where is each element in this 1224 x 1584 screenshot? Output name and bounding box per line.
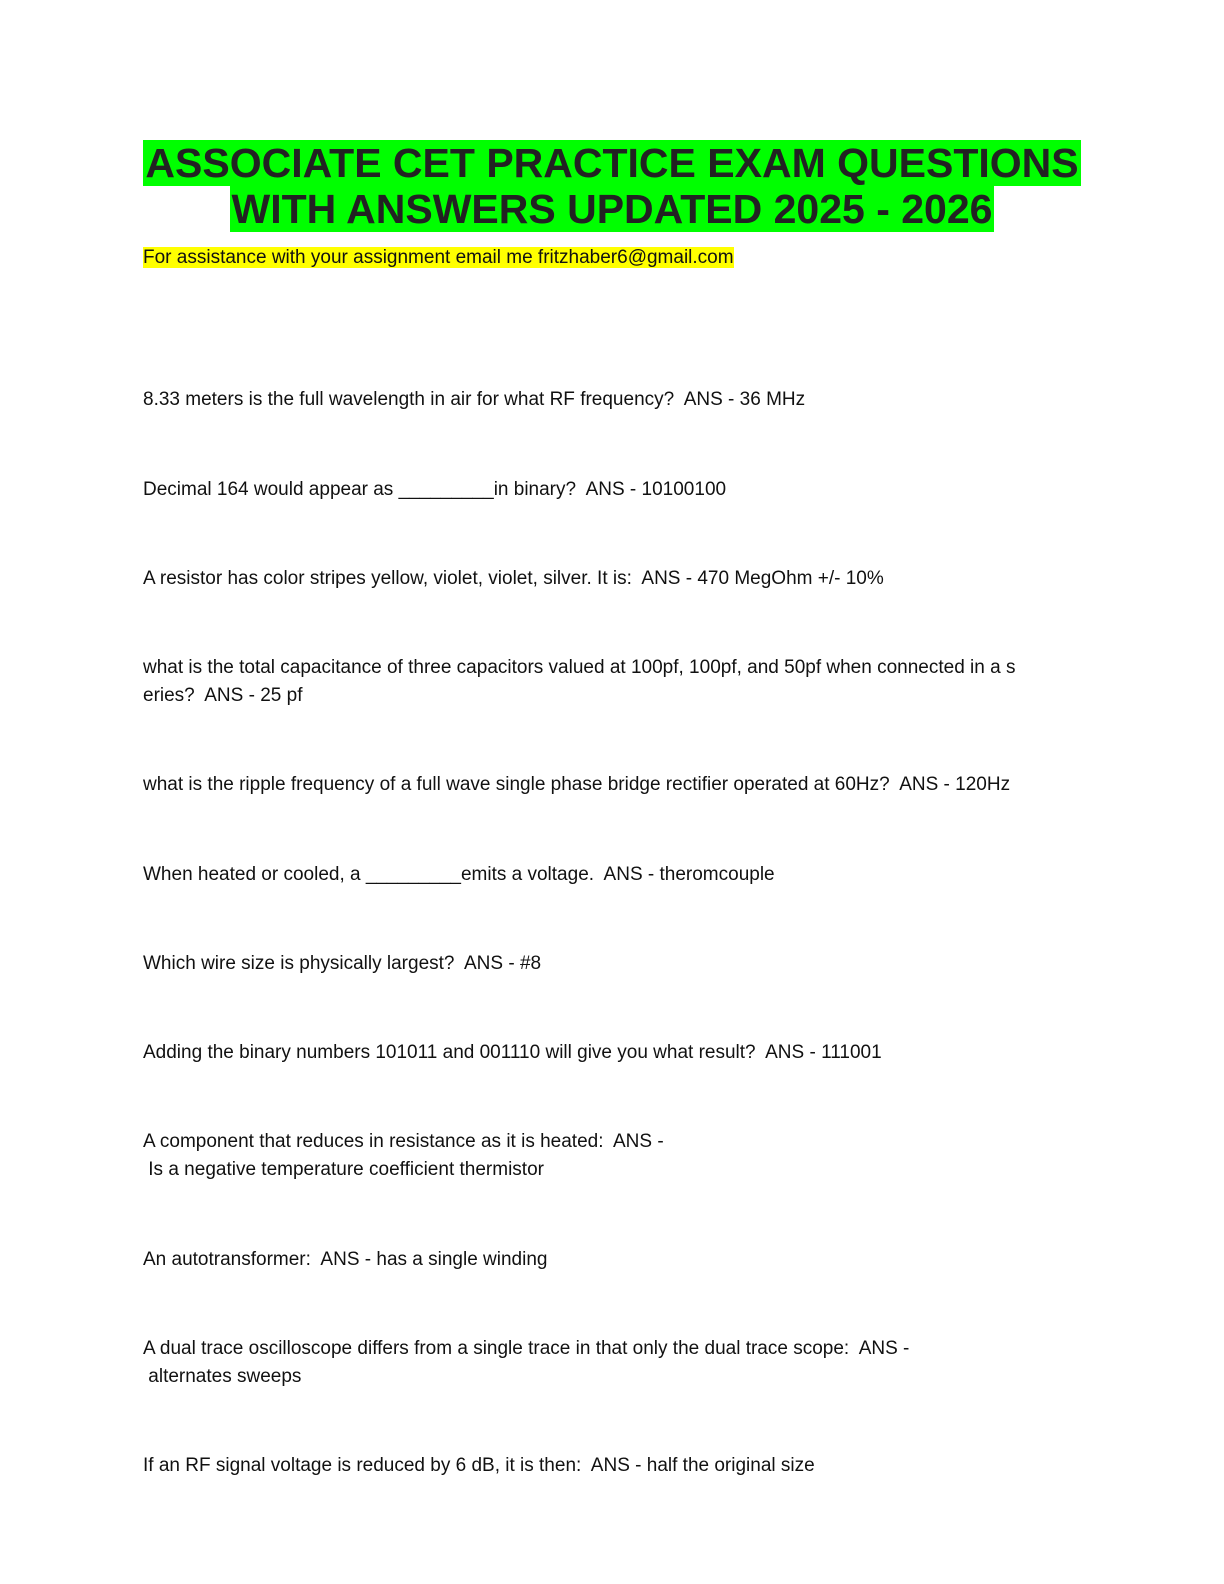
question-10: An autotransformer: ANS - has a single w… [143,1249,548,1270]
question-3: A resistor has color stripes yellow, vio… [143,568,884,589]
question-5: what is the ripple frequency of a full w… [143,774,1011,795]
question-7: Which wire size is physically largest? A… [143,953,542,974]
assistance-text: For assistance with your assignment emai… [143,247,734,268]
question-12: If an RF signal voltage is reduced by 6 … [143,1455,815,1476]
question-11: A dual trace oscilloscope differs from a… [143,1338,910,1387]
assistance-note: For assistance with your assignment emai… [143,246,734,270]
title-line-2: WITH ANSWERS UPDATED 2025 - 2026 [229,186,995,232]
question-8: Adding the binary numbers 101011 and 001… [143,1042,882,1063]
title-line-1: ASSOCIATE CET PRACTICE EXAM QUESTIONS [143,140,1081,186]
question-1: 8.33 meters is the full wavelength in ai… [143,389,806,410]
question-9: A component that reduces in resistance a… [143,1131,664,1180]
question-6: When heated or cooled, a _________emits … [143,864,775,885]
document-title: ASSOCIATE CET PRACTICE EXAM QUESTIONS WI… [100,140,1124,232]
question-2: Decimal 164 would appear as _________in … [143,479,727,500]
question-4: what is the total capacitance of three c… [143,657,1016,706]
